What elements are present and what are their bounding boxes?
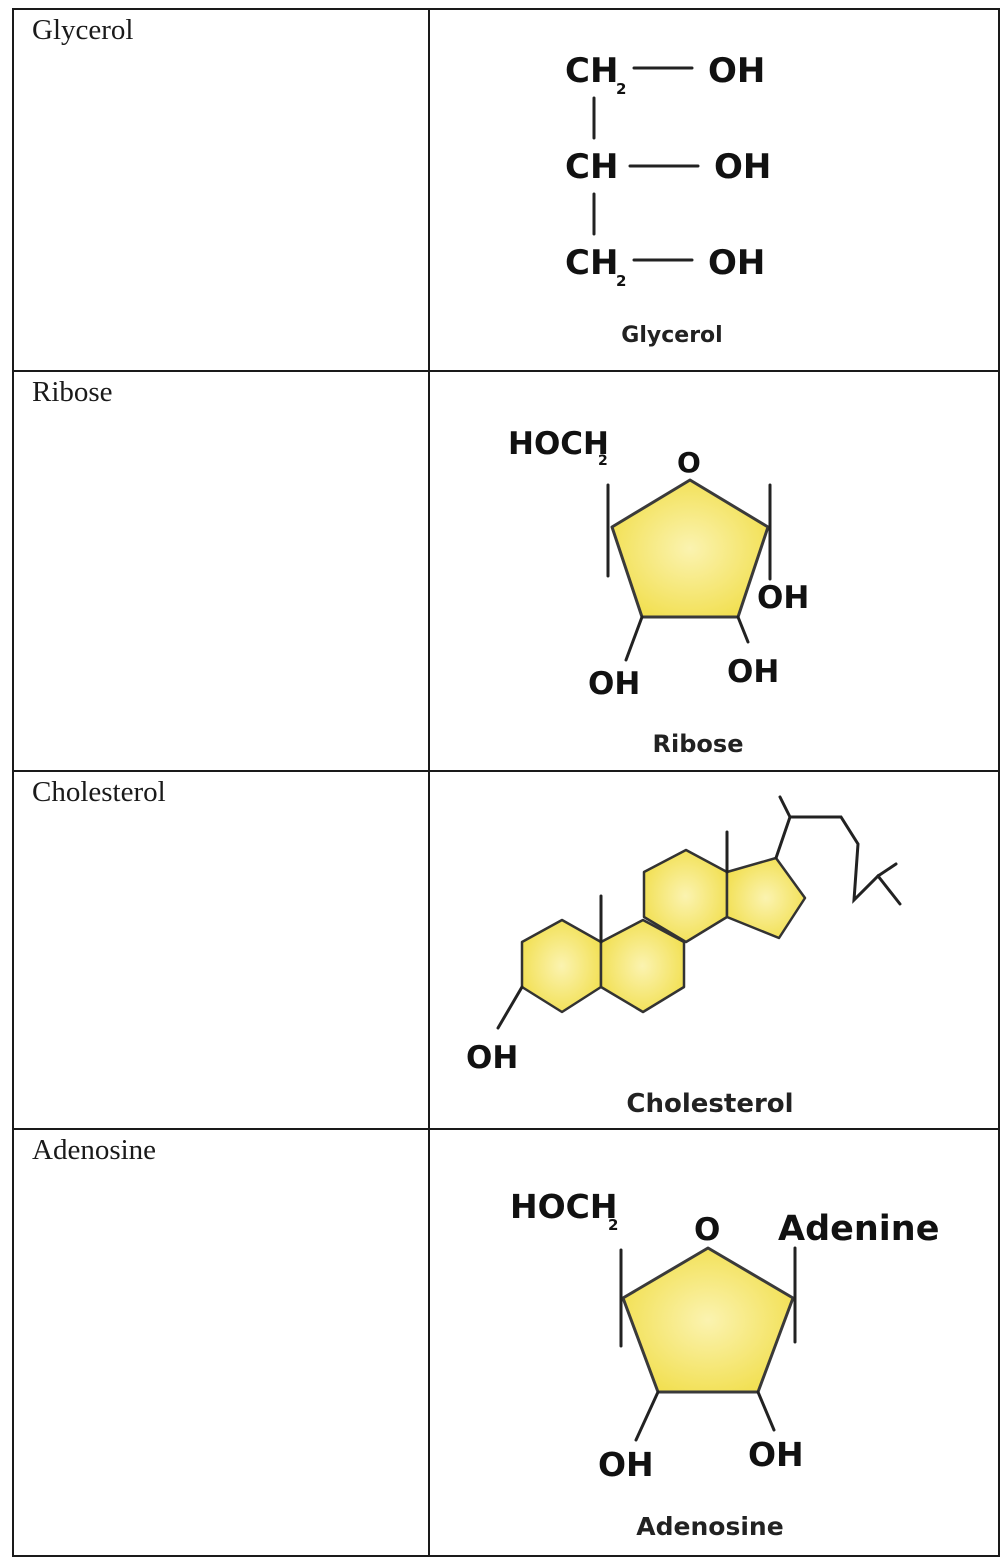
bond — [624, 615, 644, 662]
bond — [496, 985, 524, 1030]
hydroxyl-label: OH — [708, 243, 765, 283]
furanose-ring — [621, 1246, 795, 1394]
bond — [876, 862, 898, 878]
molecule-name: Ribose — [32, 376, 113, 408]
ring-a — [520, 918, 603, 1014]
subscript-label: 2 — [616, 80, 626, 98]
adenosine-structure: HOCH 2 O Adenine OH OH Adenosine — [510, 1187, 939, 1541]
hydroxyl-label: OH — [748, 1435, 804, 1474]
molecule-table: Glycerol CH 2 OH CH OH CH 2 OH — [12, 8, 1000, 1557]
subscript-label: 2 — [608, 1216, 618, 1234]
cholesterol-structure: OH Cholesterol — [466, 795, 902, 1119]
bond — [756, 1390, 776, 1432]
structure-caption: Ribose — [653, 730, 744, 758]
hydroxyl-label: OH — [708, 51, 765, 91]
hoch2-label: HOCH — [510, 1187, 618, 1226]
name-cell: Adenosine — [12, 1128, 430, 1557]
bond — [634, 1390, 660, 1442]
molecule-name: Cholesterol — [32, 776, 166, 808]
base-label: Adenine — [778, 1209, 939, 1249]
molecule-name: Glycerol — [32, 14, 134, 46]
hydroxyl-label: OH — [598, 1445, 654, 1484]
furanose-ring — [610, 478, 770, 619]
group-label: CH — [565, 51, 618, 91]
group-label: CH — [565, 243, 618, 283]
hydroxyl-label: OH — [757, 580, 809, 616]
table-row: Cholesterol OH — [12, 770, 1000, 1130]
ring-d — [725, 856, 807, 940]
bond — [736, 615, 750, 644]
table-row: Ribose HOCH 2 O OH OH OH Ribose — [12, 370, 1000, 772]
ring-oxygen-label: O — [677, 446, 701, 479]
name-cell: Cholesterol — [12, 770, 430, 1130]
hydroxyl-label: OH — [588, 666, 640, 702]
structure-caption: Cholesterol — [626, 1089, 793, 1119]
structure-cell: HOCH 2 O Adenine OH OH Adenosine — [428, 1128, 1000, 1557]
hoch2-label: HOCH — [508, 426, 609, 462]
table-row: Adenosine HOCH 2 O Adenine OH OH Adenosi… — [12, 1128, 1000, 1557]
hydroxyl-label: OH — [727, 654, 779, 690]
group-label: CH — [565, 147, 618, 187]
bond — [778, 795, 792, 819]
structure-caption: Adenosine — [636, 1512, 783, 1541]
molecule-name: Adenosine — [32, 1134, 157, 1166]
ribose-structure: HOCH 2 O OH OH OH Ribose — [508, 426, 809, 758]
hydroxyl-label: OH — [466, 1040, 518, 1076]
structure-caption: Glycerol — [621, 323, 722, 348]
structure-cell: OH Cholesterol — [428, 770, 1000, 1130]
subscript-label: 2 — [598, 453, 608, 469]
table-row: Glycerol CH 2 OH CH OH CH 2 OH — [12, 8, 1000, 372]
name-cell: Ribose — [12, 370, 430, 772]
name-cell: Glycerol — [12, 8, 430, 372]
subscript-label: 2 — [616, 272, 626, 290]
structure-cell: CH 2 OH CH OH CH 2 OH Glycerol — [428, 8, 1000, 372]
glycerol-structure: CH 2 OH CH OH CH 2 OH Glycerol — [565, 51, 771, 348]
structure-cell: HOCH 2 O OH OH OH Ribose — [428, 370, 1000, 772]
ring-oxygen-label: O — [694, 1212, 720, 1248]
hydroxyl-label: OH — [714, 147, 771, 187]
